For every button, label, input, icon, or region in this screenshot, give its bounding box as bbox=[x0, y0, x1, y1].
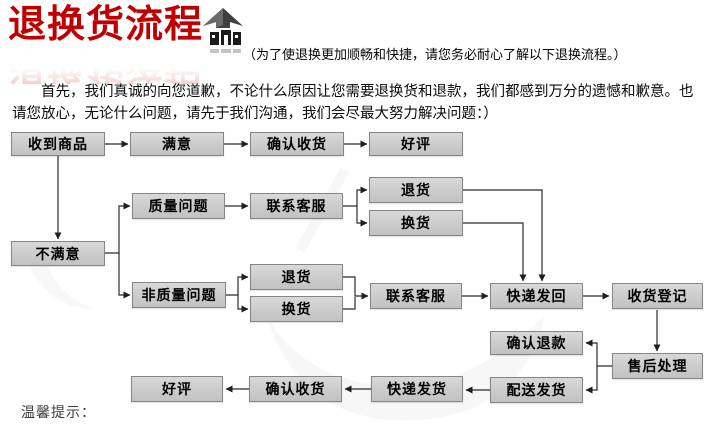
flow-node-non-quality-issue: 非质量问题 bbox=[132, 282, 226, 308]
flow-node-contact-service-1: 联系客服 bbox=[250, 193, 343, 219]
flow-node-express-sendback: 快递发回 bbox=[490, 283, 583, 309]
flow-node-confirm-refund: 确认退款 bbox=[490, 331, 583, 355]
flow-node-confirm-receipt-2: 确认收货 bbox=[249, 376, 342, 402]
flow-node-receipt-register: 收货登记 bbox=[612, 283, 703, 309]
flow-node-return-nq: 退货 bbox=[250, 264, 343, 290]
flow-node-confirm-receipt-1: 确认收货 bbox=[250, 132, 344, 156]
flow-node-express-dispatch: 快递发货 bbox=[371, 376, 463, 402]
flow-node-exchange-nq: 换货 bbox=[250, 296, 343, 322]
flow-edge-aftersale-handle-to-confirm-refund bbox=[585, 339, 612, 367]
flow-node-good-review-2: 好评 bbox=[131, 376, 223, 402]
header-note: （为了使退换更加顺畅和快捷，请您务必耐心了解以下退换流程。） bbox=[243, 47, 627, 62]
flow-node-good-review-1: 好评 bbox=[369, 132, 463, 156]
flow-edge-return-nq-to-contact-service-2 bbox=[343, 276, 369, 300]
flow-edge-non-quality-issue-to-exchange-nq bbox=[237, 295, 249, 313]
flow-node-contact-service-2: 联系客服 bbox=[370, 283, 462, 309]
flow-edge-non-quality-issue-to-return-nq bbox=[226, 273, 249, 296]
house-icon bbox=[203, 7, 243, 64]
flow-node-unsatisfied: 不满意 bbox=[11, 241, 105, 266]
flow-node-aftersale-handle: 售后处理 bbox=[612, 353, 703, 379]
flow-edge-return-q-to-express-sendback bbox=[463, 189, 546, 282]
flow-node-satisfied: 满意 bbox=[130, 132, 224, 156]
flow-edge-contact-service-1-to-return-q bbox=[343, 186, 368, 207]
flow-edge-unsatisfied-to-non-quality-issue bbox=[118, 253, 131, 299]
flow-edge-aftersale-handle-to-dispatch-goods bbox=[585, 366, 598, 394]
flow-node-dispatch-goods: 配送发货 bbox=[490, 377, 583, 403]
flow-edge-unsatisfied-to-quality-issue bbox=[105, 202, 131, 254]
flow-edge-contact-service-1-to-exchange-q bbox=[356, 206, 368, 227]
flow-edge-exchange-nq-to-contact-service-2 bbox=[343, 297, 356, 310]
flow-node-return-q: 退货 bbox=[369, 177, 463, 203]
warm-tip-label: 温馨提示： bbox=[21, 404, 96, 420]
flow-edge-exchange-q-to-express-sendback bbox=[463, 222, 527, 282]
flow-node-received: 收到商品 bbox=[11, 132, 105, 156]
page-title: 退换货流程 bbox=[8, 4, 204, 46]
intro-paragraph: 首先，我们真诚的向您道歉，不论什么原因让您需要退换货和退款，我们都感到万分的遗憾… bbox=[12, 84, 694, 122]
flow-node-quality-issue: 质量问题 bbox=[132, 193, 225, 219]
flow-node-exchange-q: 换货 bbox=[369, 210, 463, 236]
